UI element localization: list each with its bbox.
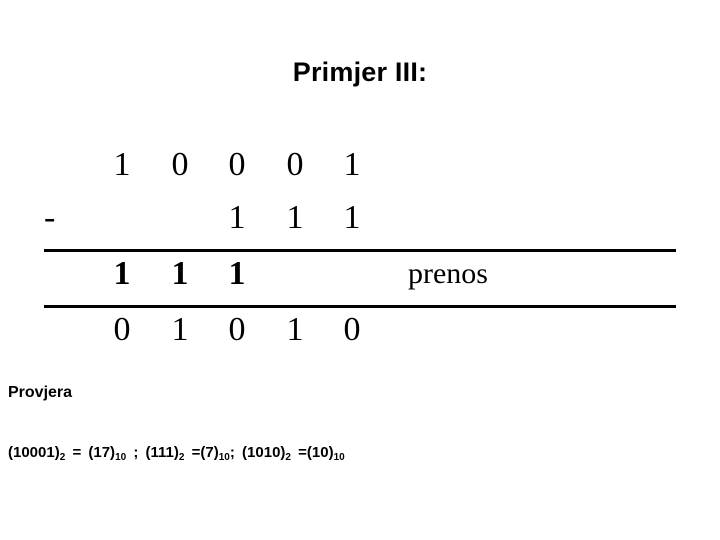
base-subscript: 10 [218,452,230,463]
subtrahend-row: - 1 1 1 [44,196,676,249]
binary-term-2: (111) [145,444,179,461]
result-digit: 1 [171,311,189,348]
result-digit: 0 [228,311,246,348]
minuend-digit: 0 [171,146,189,183]
minuend-digit: 1 [113,146,131,183]
result-row: 0 1 0 1 0 [44,308,676,352]
borrow-digit: 1 [171,255,189,292]
subtrahend-digit: 1 [228,199,246,236]
separator: ; [229,444,235,461]
result-digit: 0 [113,311,131,348]
result-digit: 1 [286,311,304,348]
verification-heading: Provjera [8,384,73,401]
subtrahend-digit: 1 [343,199,361,236]
minuend-digit: 0 [286,146,304,183]
equals-sign: = [191,444,201,461]
borrow-label: prenos [408,257,488,290]
minuend-row: 1 0 0 0 1 [44,143,676,196]
minuend-digit: 1 [343,146,361,183]
binary-term-1: (10001) [8,444,60,461]
minuend-digit: 0 [228,146,246,183]
separator: ; [133,444,139,461]
base-subscript: 10 [333,452,345,463]
borrow-digit: 1 [228,255,246,292]
borrow-digit: 1 [113,255,131,292]
subtrahend-digit: 1 [286,199,304,236]
decimal-term-3: (10) [306,444,334,461]
minus-operator: - [44,199,56,236]
binary-term-3: (1010) [242,444,286,461]
decimal-term-2: (7) [200,444,219,461]
decimal-term-1: (17) [88,444,116,461]
borrow-row: 1 1 1 prenos [44,252,676,305]
verification-line: (10001)2 = (17)10 ; (111)2 =(7)10; (1010… [8,443,345,465]
result-digit: 0 [343,311,361,348]
base-subscript: 10 [115,452,127,463]
divider-line-top [44,249,676,252]
page-title: Primjer III: [292,57,428,87]
base-subscript: 2 [285,452,291,463]
divider-line-bottom [44,305,676,308]
binary-subtraction-block: 1 0 0 0 1 - 1 1 1 1 1 1 prenos 0 1 0 1 0 [44,143,676,352]
equals-sign: = [298,444,307,461]
equals-sign: = [72,444,82,461]
base-subscript: 2 [178,452,185,463]
base-subscript: 2 [59,452,66,463]
